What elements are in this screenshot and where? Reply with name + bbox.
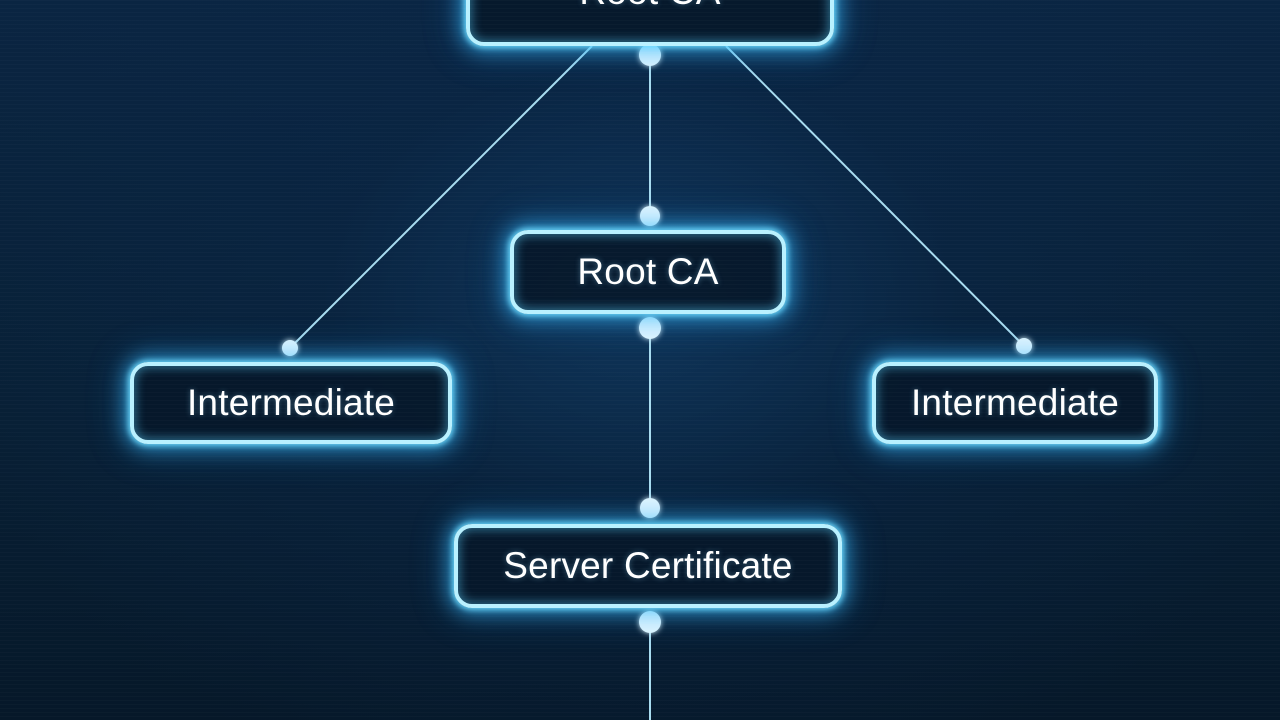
connector-top-to-intermediate-right bbox=[725, 45, 1025, 347]
intermediate-left-label: Intermediate bbox=[186, 382, 396, 423]
top-root-ca-label: Root CA bbox=[579, 0, 720, 13]
intermediate-right-node: Intermediate bbox=[872, 362, 1158, 444]
connector-dot-root-bottom bbox=[639, 317, 661, 339]
top-root-ca-node: Root CA bbox=[466, 0, 834, 46]
intermediate-right-label: Intermediate bbox=[910, 382, 1120, 423]
connector-dot-root-top bbox=[640, 206, 660, 226]
connector-dot-server-bottom bbox=[639, 611, 661, 633]
intermediate-left-node: Intermediate bbox=[130, 362, 452, 444]
root-ca-node: Root CA bbox=[510, 230, 786, 314]
root-ca-label: Root CA bbox=[577, 251, 719, 292]
connector-top-to-intermediate-left bbox=[289, 45, 593, 349]
connector-dot-intermediate-left bbox=[282, 340, 298, 356]
connector-dot-intermediate-right bbox=[1016, 338, 1032, 354]
connector-dot-top bbox=[639, 44, 661, 66]
server-certificate-label: Server Certificate bbox=[503, 545, 793, 586]
server-certificate-node: Server Certificate bbox=[454, 524, 842, 608]
connector-dot-server-top bbox=[640, 498, 660, 518]
